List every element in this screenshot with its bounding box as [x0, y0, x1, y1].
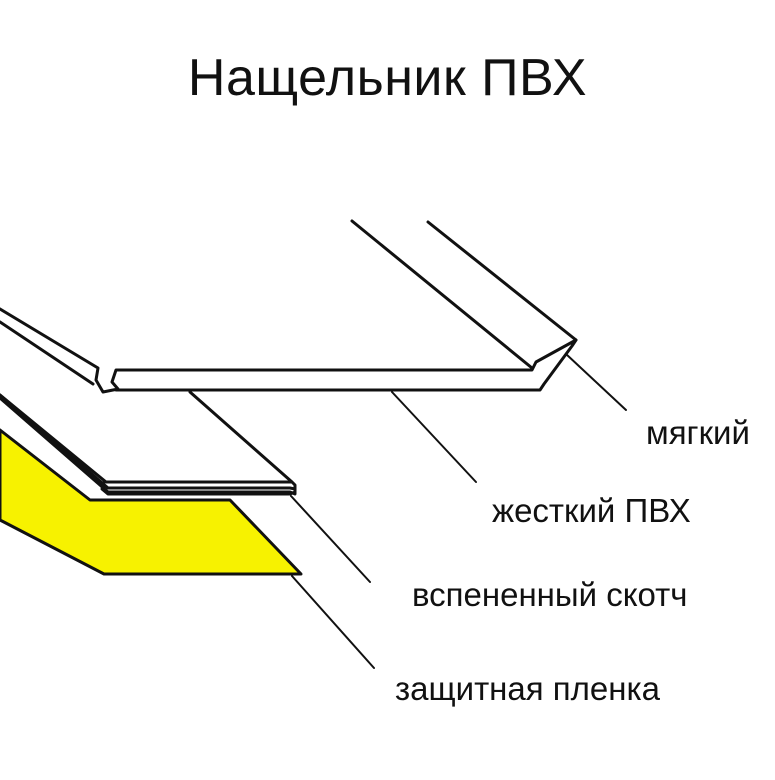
- soft-pvc-top-edge: [0, 307, 578, 394]
- diagram-title: Нащельник ПВХ: [187, 49, 588, 107]
- callout-line-rigid-pvc: [391, 391, 477, 483]
- label-rigid-pvc: жесткий ПВХ: [492, 492, 691, 529]
- callout-line-protective-film: [291, 575, 375, 669]
- label-protective-film: защитная пленка: [395, 670, 661, 707]
- protective-film-layer: [0, 428, 303, 576]
- soft-pvc-back-edge: [0, 219, 578, 386]
- label-foam-tape: вспененный скотч: [412, 576, 688, 613]
- callout-line-foam-tape: [290, 495, 371, 583]
- label-soft-pvc: мягкий: [646, 414, 750, 451]
- rigid-pvc-layer: [0, 390, 297, 496]
- callout-line-soft-pvc: [565, 353, 627, 411]
